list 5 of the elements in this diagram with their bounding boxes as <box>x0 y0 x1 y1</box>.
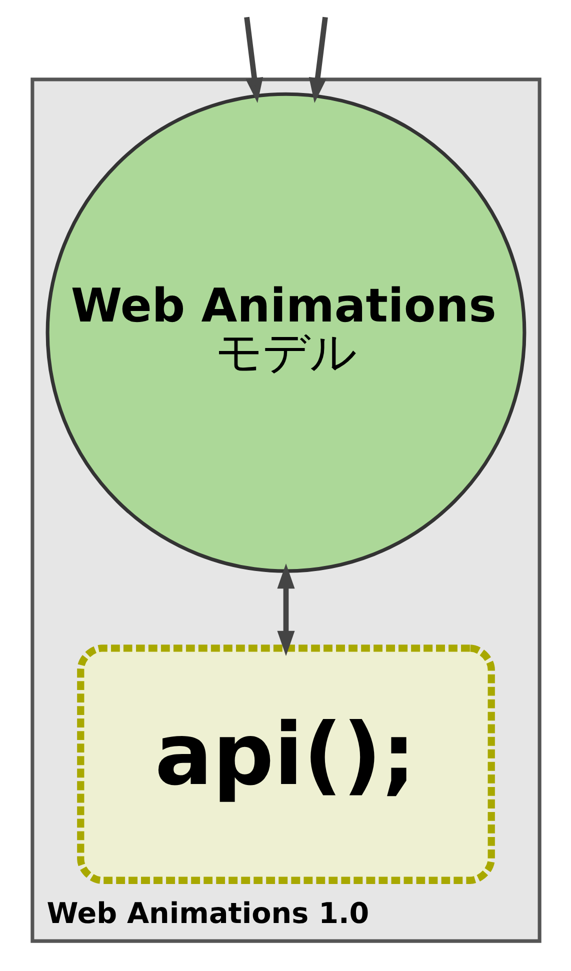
node-box: api(); <box>76 644 494 884</box>
arrow <box>276 564 294 656</box>
arrow <box>308 16 328 103</box>
node-circle: Web Animations モデル <box>45 92 526 573</box>
arrow <box>244 16 263 103</box>
